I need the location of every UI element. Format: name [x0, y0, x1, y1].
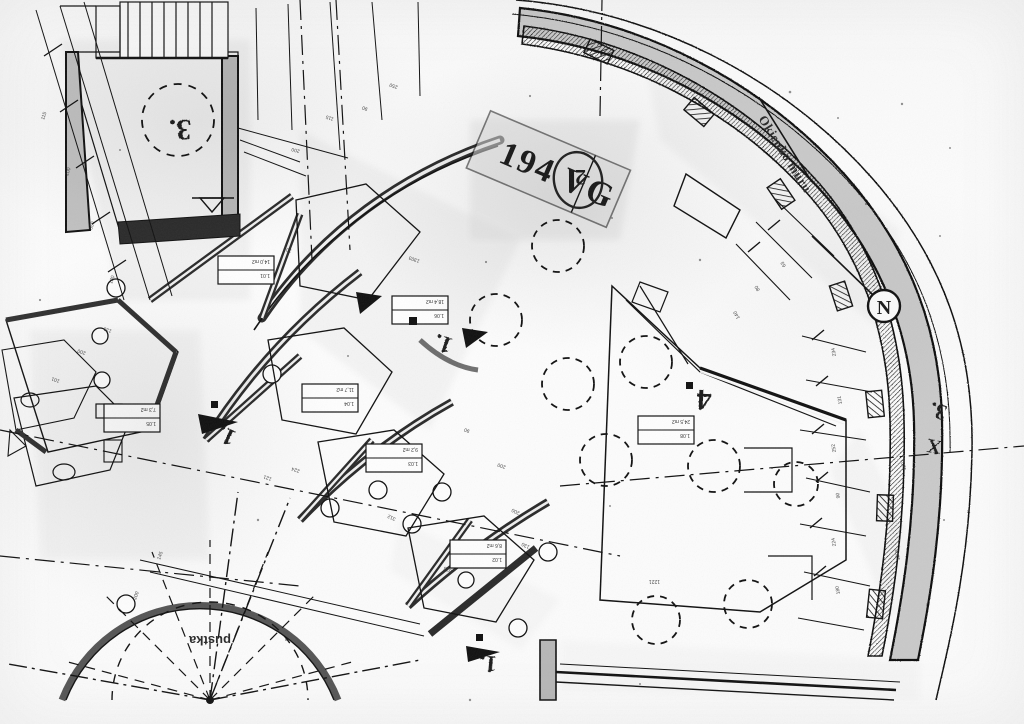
svg-text:90: 90	[463, 426, 470, 434]
svg-text:1.03: 1.03	[408, 460, 418, 466]
svg-text:200: 200	[511, 507, 521, 516]
outer-curved-wall	[511, 0, 973, 701]
svg-text:7,3 m2: 7,3 m2	[140, 406, 156, 412]
svg-text:131: 131	[837, 395, 844, 404]
svg-text:1.05: 1.05	[146, 420, 156, 426]
mark-4-right: 4	[696, 383, 712, 417]
svg-text:80: 80	[754, 284, 762, 292]
void-label: pustka	[188, 633, 231, 648]
svg-text:11,7 m2: 11,7 m2	[336, 386, 354, 392]
svg-text:312: 312	[387, 513, 397, 522]
svg-text:200: 200	[497, 461, 507, 470]
svg-text:234: 234	[831, 347, 838, 356]
svg-text:1.02: 1.02	[492, 556, 502, 562]
svg-text:1.08: 1.08	[680, 432, 690, 438]
svg-text:115: 115	[325, 113, 335, 121]
svg-text:90: 90	[361, 104, 368, 112]
svg-text:224: 224	[291, 465, 301, 474]
mark-3-top: 3.	[169, 113, 192, 146]
svg-text:1221: 1221	[900, 458, 908, 470]
svg-text:250: 250	[389, 81, 399, 90]
svg-text:1.01: 1.01	[260, 272, 270, 278]
svg-text:224: 224	[831, 537, 838, 546]
svg-text:1.04: 1.04	[344, 400, 354, 406]
svg-text:140: 140	[732, 310, 741, 320]
svg-text:200: 200	[291, 146, 301, 154]
svg-text:1.06: 1.06	[434, 312, 444, 318]
north-marker-label: N	[877, 297, 892, 319]
svg-text:2: 2	[575, 165, 586, 190]
svg-text:63: 63	[780, 260, 788, 268]
svg-text:90: 90	[835, 492, 842, 499]
svg-text:1221: 1221	[649, 578, 660, 584]
svg-text:14,0 m2: 14,0 m2	[252, 258, 270, 264]
svg-text:8,6 m2: 8,6 m2	[486, 542, 502, 548]
svg-text:252: 252	[831, 443, 838, 452]
svg-text:200: 200	[132, 591, 141, 601]
svg-text:130: 130	[521, 541, 531, 550]
svg-text:24,5 m2: 24,5 m2	[672, 418, 690, 424]
svg-text:180: 180	[835, 585, 842, 594]
svg-text:18,4 m2: 18,4 m2	[426, 298, 444, 304]
svg-text:115: 115	[40, 111, 48, 121]
svg-text:pustka: pustka	[188, 633, 231, 648]
svg-text:121: 121	[263, 473, 273, 482]
svg-text:9,2 m2: 9,2 m2	[402, 446, 418, 452]
